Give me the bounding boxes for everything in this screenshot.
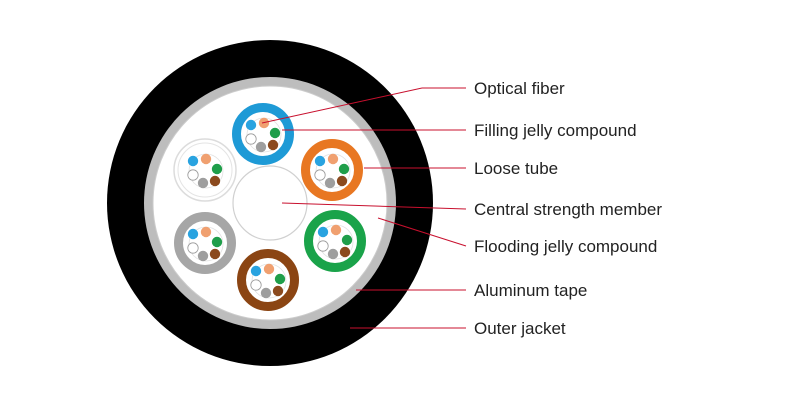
optical-fiber-orange-4	[336, 175, 348, 187]
loose-tube-orange	[301, 139, 363, 201]
central-strength-member	[232, 165, 308, 241]
label-loose-tube: Loose tube	[474, 159, 558, 178]
tube-ring-brown	[237, 249, 299, 311]
optical-fiber-filler-1	[187, 155, 199, 167]
optical-fiber-orange-2	[327, 153, 339, 165]
optical-fiber-green-4	[339, 246, 351, 258]
loose-tube-filler	[173, 138, 237, 202]
optical-fiber-brown-3	[274, 273, 286, 285]
leader-lines	[261, 87, 467, 329]
leader-flooding-jelly	[377, 217, 467, 247]
tube-ring-green	[304, 210, 366, 272]
label-outer-jacket: Outer jacket	[474, 319, 566, 338]
optical-fiber-green-2	[330, 224, 342, 236]
optical-fiber-gray-2	[200, 226, 212, 238]
optical-fiber-filler-6	[187, 169, 199, 181]
label-optical-fiber: Optical fiber	[474, 79, 565, 98]
loose-tube-blue	[232, 103, 294, 165]
optical-fiber-filler-4	[209, 175, 221, 187]
optical-fiber-green-6	[317, 240, 329, 252]
optical-fiber-gray-3	[211, 236, 223, 248]
label-flooding-jelly-compound: Flooding jelly compound	[474, 237, 657, 256]
label-filling-jelly-compound: Filling jelly compound	[474, 121, 637, 140]
optical-fiber-gray-1	[187, 228, 199, 240]
optical-fiber-gray-4	[209, 248, 221, 260]
optical-fiber-brown-4	[272, 285, 284, 297]
optical-fiber-gray-5	[197, 250, 209, 262]
optical-fiber-brown-1	[250, 265, 262, 277]
tube-ring-blue	[232, 103, 294, 165]
optical-fiber-orange-6	[314, 169, 326, 181]
optical-fiber-orange-3	[338, 163, 350, 175]
optical-fiber-orange-5	[324, 177, 336, 189]
optical-fiber-blue-6	[245, 133, 257, 145]
optical-fiber-blue-5	[255, 141, 267, 153]
optical-fiber-filler-5	[197, 177, 209, 189]
optical-fiber-gray-6	[187, 242, 199, 254]
leader-central-strength	[281, 202, 467, 210]
optical-fiber-filler-3	[211, 163, 223, 175]
loose-tube-brown	[237, 249, 299, 311]
optical-fiber-brown-2	[263, 263, 275, 275]
optical-fiber-filler-2	[200, 153, 212, 165]
leader-optical-fiber	[261, 87, 423, 124]
optical-fiber-green-3	[341, 234, 353, 246]
tube-ring-orange	[301, 139, 363, 201]
optical-fiber-green-5	[327, 248, 339, 260]
optical-fiber-orange-1	[314, 155, 326, 167]
optical-fiber-blue-1	[245, 119, 257, 131]
tube-ring-gray	[174, 212, 236, 274]
loose-tube-gray	[174, 212, 236, 274]
optical-fiber-green-1	[317, 226, 329, 238]
tube-ring-filler	[173, 138, 237, 202]
label-aluminum-tape: Aluminum tape	[474, 281, 587, 300]
optical-fiber-blue-3	[269, 127, 281, 139]
loose-tube-green	[304, 210, 366, 272]
tube-inner-ring-filler	[177, 142, 233, 198]
optical-fiber-brown-5	[260, 287, 272, 299]
optical-fiber-blue-4	[267, 139, 279, 151]
optical-fiber-brown-6	[250, 279, 262, 291]
label-central-strength-member: Central strength member	[474, 200, 662, 219]
